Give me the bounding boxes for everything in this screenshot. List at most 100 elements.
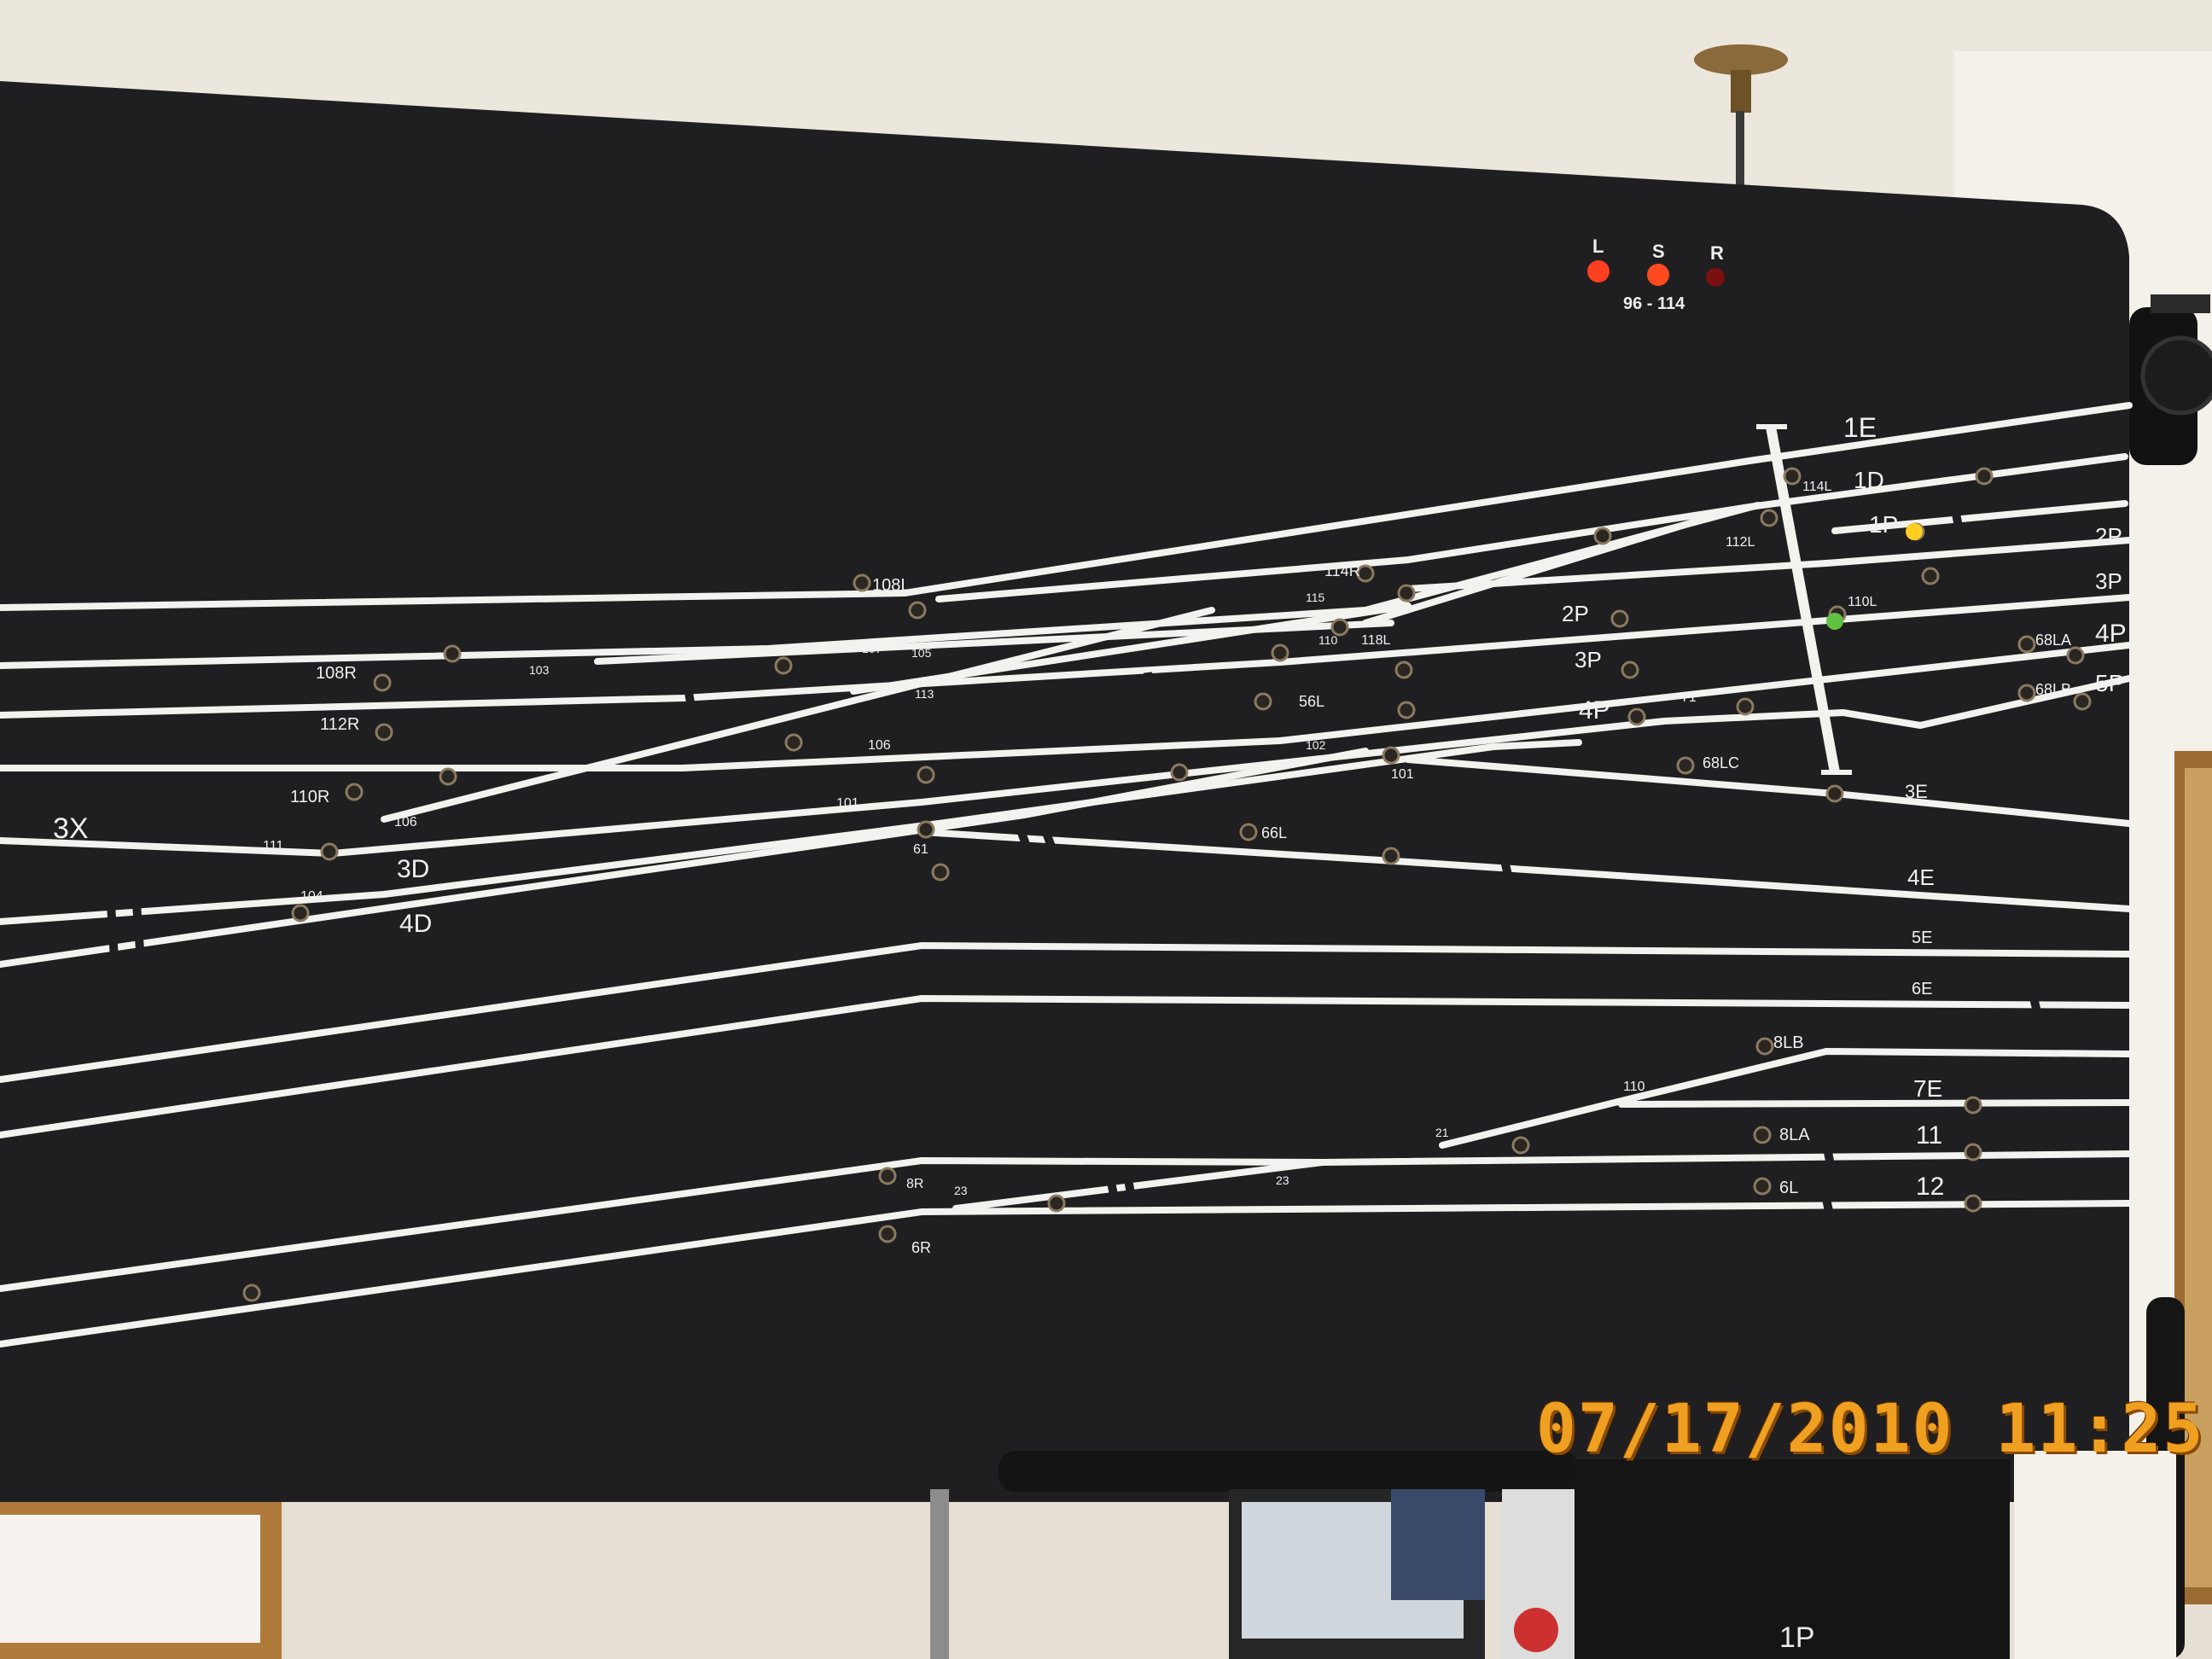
indicator-socket <box>345 783 364 801</box>
indicator-socket <box>373 673 392 692</box>
label-4e: 4E <box>1907 864 1935 890</box>
indicator-socket <box>1382 746 1400 765</box>
label-8lb: 8LB <box>1773 1033 1804 1052</box>
label-4p-mid: 4P <box>1579 696 1610 725</box>
support-post <box>930 1489 949 1659</box>
crossover-106 <box>381 607 1215 823</box>
label-110l: 110L <box>1848 595 1877 609</box>
track-1d <box>935 453 2128 602</box>
label-7e: 7E <box>1913 1075 1942 1102</box>
track-2p <box>1405 537 2133 592</box>
label-3x: 3X <box>53 812 89 845</box>
bottom-label: 1P <box>1779 1621 1815 1654</box>
label-2p-right: 2P <box>2095 523 2122 549</box>
panel-rail <box>998 1451 1579 1492</box>
label-3p-right: 3P <box>2095 568 2122 594</box>
label-1p: 1P <box>1869 511 1898 538</box>
track-1p-west <box>0 502 1761 669</box>
panel-telephone <box>2129 294 2212 465</box>
track-11 <box>1618 1099 2133 1108</box>
track-4e <box>918 829 2133 912</box>
label-108l: 108L <box>872 576 911 595</box>
indicator-socket <box>1627 707 1646 726</box>
indicator-socket <box>1394 661 1413 679</box>
indicator-socket <box>2066 646 2085 665</box>
indicator-socket <box>853 573 871 592</box>
label-6e: 6E <box>1912 980 1932 998</box>
indicator-socket <box>931 863 950 882</box>
indicator-socket <box>1753 1177 1772 1196</box>
track-11-west <box>0 1150 2133 1292</box>
indicator-socket <box>1330 618 1349 637</box>
indicator-socket <box>917 765 935 784</box>
indicator-socket <box>375 723 393 742</box>
label-5p: 5P <box>2095 670 2124 696</box>
indicator-socket <box>1239 823 1258 841</box>
indicator-socket <box>1736 697 1755 716</box>
track-1e <box>0 402 2133 611</box>
lit-indicator-lamp <box>1826 613 1843 630</box>
label-110r: 110R <box>290 788 329 806</box>
crossover-115 <box>1362 515 1710 626</box>
label-108r: 108R <box>316 664 357 683</box>
label-68la: 68LA <box>2035 632 2071 649</box>
label-5e: 5E <box>1912 928 1932 947</box>
lamp-s <box>1647 264 1669 286</box>
num-23a: 23 <box>954 1184 968 1197</box>
track-3d <box>0 739 1582 925</box>
track-gaps <box>107 504 2042 1220</box>
indicator-socket <box>1593 527 1612 545</box>
lower-equipment <box>1229 1451 2176 1659</box>
indicator-socket <box>2017 635 2036 654</box>
route-range: 96 - 114 <box>1623 294 1685 313</box>
track-1p <box>1831 500 2128 534</box>
track-5e <box>0 941 2133 1083</box>
indicator-socket <box>1047 1194 1066 1213</box>
lamp-r <box>1706 268 1725 287</box>
indicator-socket <box>2017 684 2036 702</box>
num-21: 21 <box>1435 1126 1449 1139</box>
indicator-socket <box>1964 1096 1982 1115</box>
indicator-socket <box>1921 567 1940 585</box>
indicator-socket <box>908 601 927 620</box>
indicator-socket <box>784 733 803 752</box>
num-111: 111 <box>263 839 283 853</box>
lamp-label-s: S <box>1652 241 1665 262</box>
num-101b: 101 <box>1391 767 1414 782</box>
label-1e: 1E <box>1843 412 1877 443</box>
route-indicator: L S R 96 - 114 <box>1587 236 1725 313</box>
indicator-socket <box>1610 609 1629 628</box>
track-7e <box>1439 1047 2133 1149</box>
label-56l: 56L <box>1299 693 1324 710</box>
label-66l: 66L <box>1261 824 1287 841</box>
label-4d: 4D <box>399 910 432 938</box>
label-68lc: 68LC <box>1703 754 1739 771</box>
crossover-23 <box>952 1159 1326 1212</box>
label-8la: 8LA <box>1779 1126 1810 1144</box>
num-101a: 101 <box>836 796 859 811</box>
indicator-socket <box>1760 509 1778 527</box>
lit-indicator-lamp <box>1906 523 1923 540</box>
indicator-socket <box>443 644 462 663</box>
num-107: 107 <box>862 642 882 655</box>
num-104: 104 <box>300 889 323 904</box>
track-3p <box>0 594 2133 719</box>
indicator-socket <box>439 767 457 786</box>
num-105: 105 <box>911 646 932 660</box>
label-112r: 112R <box>320 715 359 734</box>
indicator-socket <box>1783 467 1802 486</box>
label-3d: 3D <box>397 855 429 883</box>
num-103: 103 <box>529 663 550 677</box>
panel-labels: 1E 1D 1P 2P 3P 4P 5P 2P 3P 4P 3E 4E 5E 6… <box>53 412 2127 1256</box>
track-6e <box>0 994 2133 1138</box>
indicator-socket <box>1271 643 1289 662</box>
indicator-socket <box>917 820 935 839</box>
label-112l: 112L <box>1726 535 1755 550</box>
indicator-socket <box>320 842 339 861</box>
crossover-113 <box>850 602 1412 695</box>
indicator-socket <box>1621 661 1639 679</box>
indicator-socket <box>1382 847 1400 865</box>
num-61: 61 <box>913 842 928 857</box>
track-4d <box>0 748 1369 968</box>
